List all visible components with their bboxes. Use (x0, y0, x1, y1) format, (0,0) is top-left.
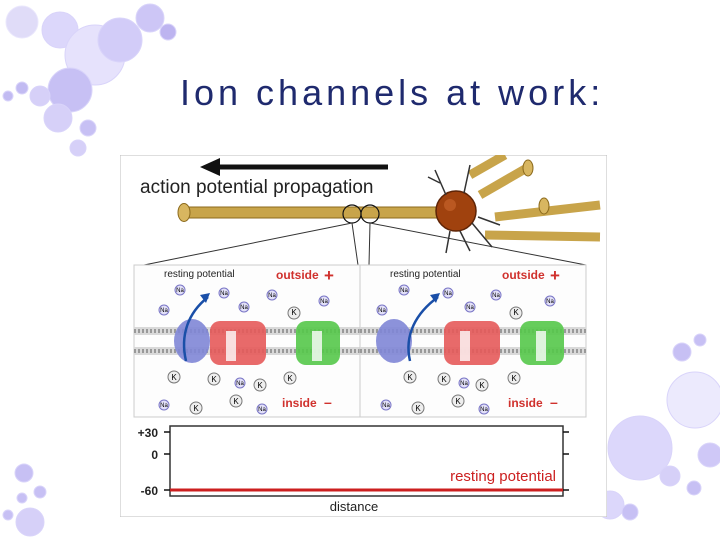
na-ion: Na (546, 299, 554, 305)
na-k-pump (210, 321, 266, 365)
outside-label: outside (502, 268, 545, 282)
outside-label: outside (276, 268, 319, 282)
y-tick-label: 0 (151, 448, 158, 462)
membrane-panel-2: resting potential outside + Na Na Na Na … (359, 264, 587, 418)
na-ion: Na (240, 305, 248, 311)
na-ion: Na (160, 403, 168, 409)
na-ion: Na (160, 308, 168, 314)
k-ion: K (455, 397, 461, 406)
k-ion: K (415, 404, 421, 413)
na-ion: Na (460, 381, 468, 387)
k-ion: K (479, 381, 485, 390)
potential-graph: +30 0 -60 resting potential distance (138, 425, 569, 514)
na-k-pump (444, 321, 500, 365)
membrane-panel-1: resting potential outside + Na Na Na Na … (133, 264, 361, 418)
k-ion: K (513, 308, 519, 317)
na-ion: Na (176, 288, 184, 294)
inside-label: inside (282, 396, 317, 410)
na-ion: Na (444, 291, 452, 297)
na-ion: Na (400, 288, 408, 294)
k-ion: K (287, 374, 293, 383)
k-ion: K (257, 381, 263, 390)
k-ion: K (171, 373, 177, 382)
y-tick-label: +30 (138, 426, 159, 440)
na-ion: Na (480, 407, 488, 413)
slide-title: Ion channels at work: (180, 72, 605, 113)
figure-heading: action potential propagation (140, 177, 373, 198)
propagation-arrow (200, 158, 388, 176)
figure-canvas: action potential propagation (119, 151, 608, 518)
k-ion: K (511, 374, 517, 383)
na-ion: Na (258, 407, 266, 413)
na-ion: Na (382, 403, 390, 409)
k-ion: K (407, 373, 413, 382)
x-axis-label: distance (330, 499, 378, 514)
neuron-soma (427, 164, 501, 254)
na-ion: Na (466, 305, 474, 311)
k-ion: K (233, 397, 239, 406)
trace-label: resting potential (450, 468, 556, 485)
inside-sign: – (550, 394, 558, 410)
zoom-indicator (143, 204, 587, 266)
y-tick-label: -60 (141, 484, 159, 498)
na-ion: Na (268, 293, 276, 299)
na-ion: Na (320, 299, 328, 305)
k-ion: K (291, 308, 297, 317)
outside-sign: + (324, 266, 334, 285)
resting-potential-label: resting potential (390, 269, 461, 280)
outside-sign: + (550, 266, 560, 285)
na-ion: Na (220, 291, 228, 297)
k-ion: K (193, 404, 199, 413)
na-flow-arrow (182, 296, 209, 362)
na-ion: Na (492, 293, 500, 299)
na-channel (376, 319, 412, 363)
na-ion: Na (236, 381, 244, 387)
inside-label: inside (508, 396, 543, 410)
na-channel (174, 319, 210, 363)
ion-channel-figure: action potential propagation (119, 151, 608, 518)
k-ion: K (441, 375, 447, 384)
k-ion: K (211, 375, 217, 384)
na-ion: Na (378, 308, 386, 314)
resting-potential-label: resting potential (164, 269, 235, 280)
na-flow-arrow (407, 295, 439, 362)
inside-sign: – (324, 394, 332, 410)
